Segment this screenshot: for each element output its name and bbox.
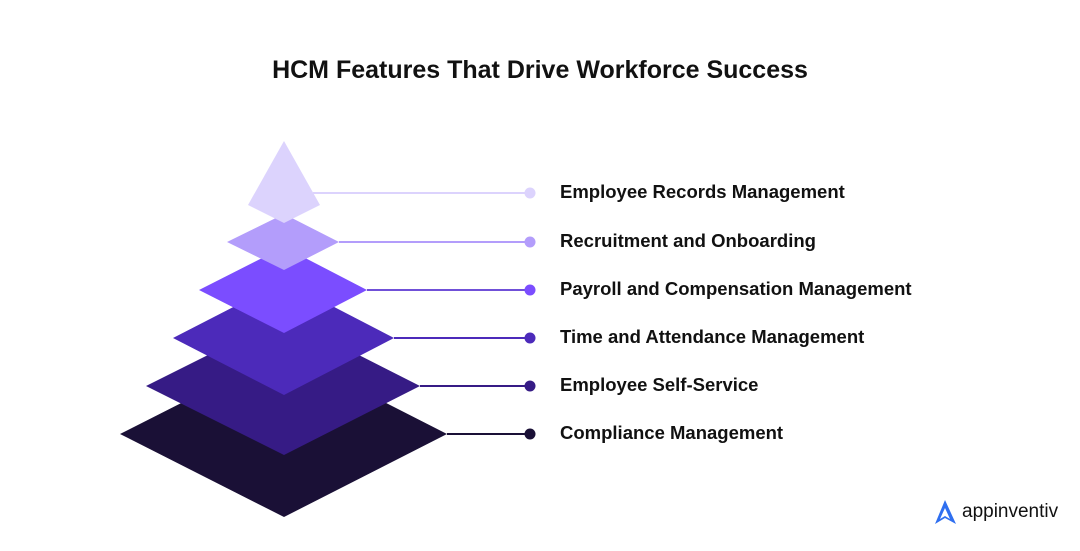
connector-dot-2 [524,236,536,248]
layer-4-shape [173,281,394,395]
layer-3-shape [199,247,367,333]
layer-label-4: Time and Attendance Management [560,326,865,347]
appinventiv-logo-icon [935,500,956,524]
connector-dot-3 [524,284,536,296]
layer-label-2: Recruitment and Onboarding [560,230,816,251]
layer-2-shape [227,214,339,270]
layer-1-shape [248,141,320,223]
page-title: HCM Features That Drive Workforce Succes… [272,56,808,84]
connector-dot-5 [524,380,536,392]
layer-label-1: Employee Records Management [560,181,845,202]
appinventiv-logo: appinventiv [932,498,1058,526]
connector-dot-6 [524,428,536,440]
layer-label-3: Payroll and Compensation Management [560,278,912,299]
brand-name: appinventiv [962,501,1059,522]
layer-label-5: Employee Self-Service [560,374,759,395]
connector-dot-4 [524,332,536,344]
layer-label-6: Compliance Management [560,422,784,443]
connector-dot-1 [524,187,536,199]
